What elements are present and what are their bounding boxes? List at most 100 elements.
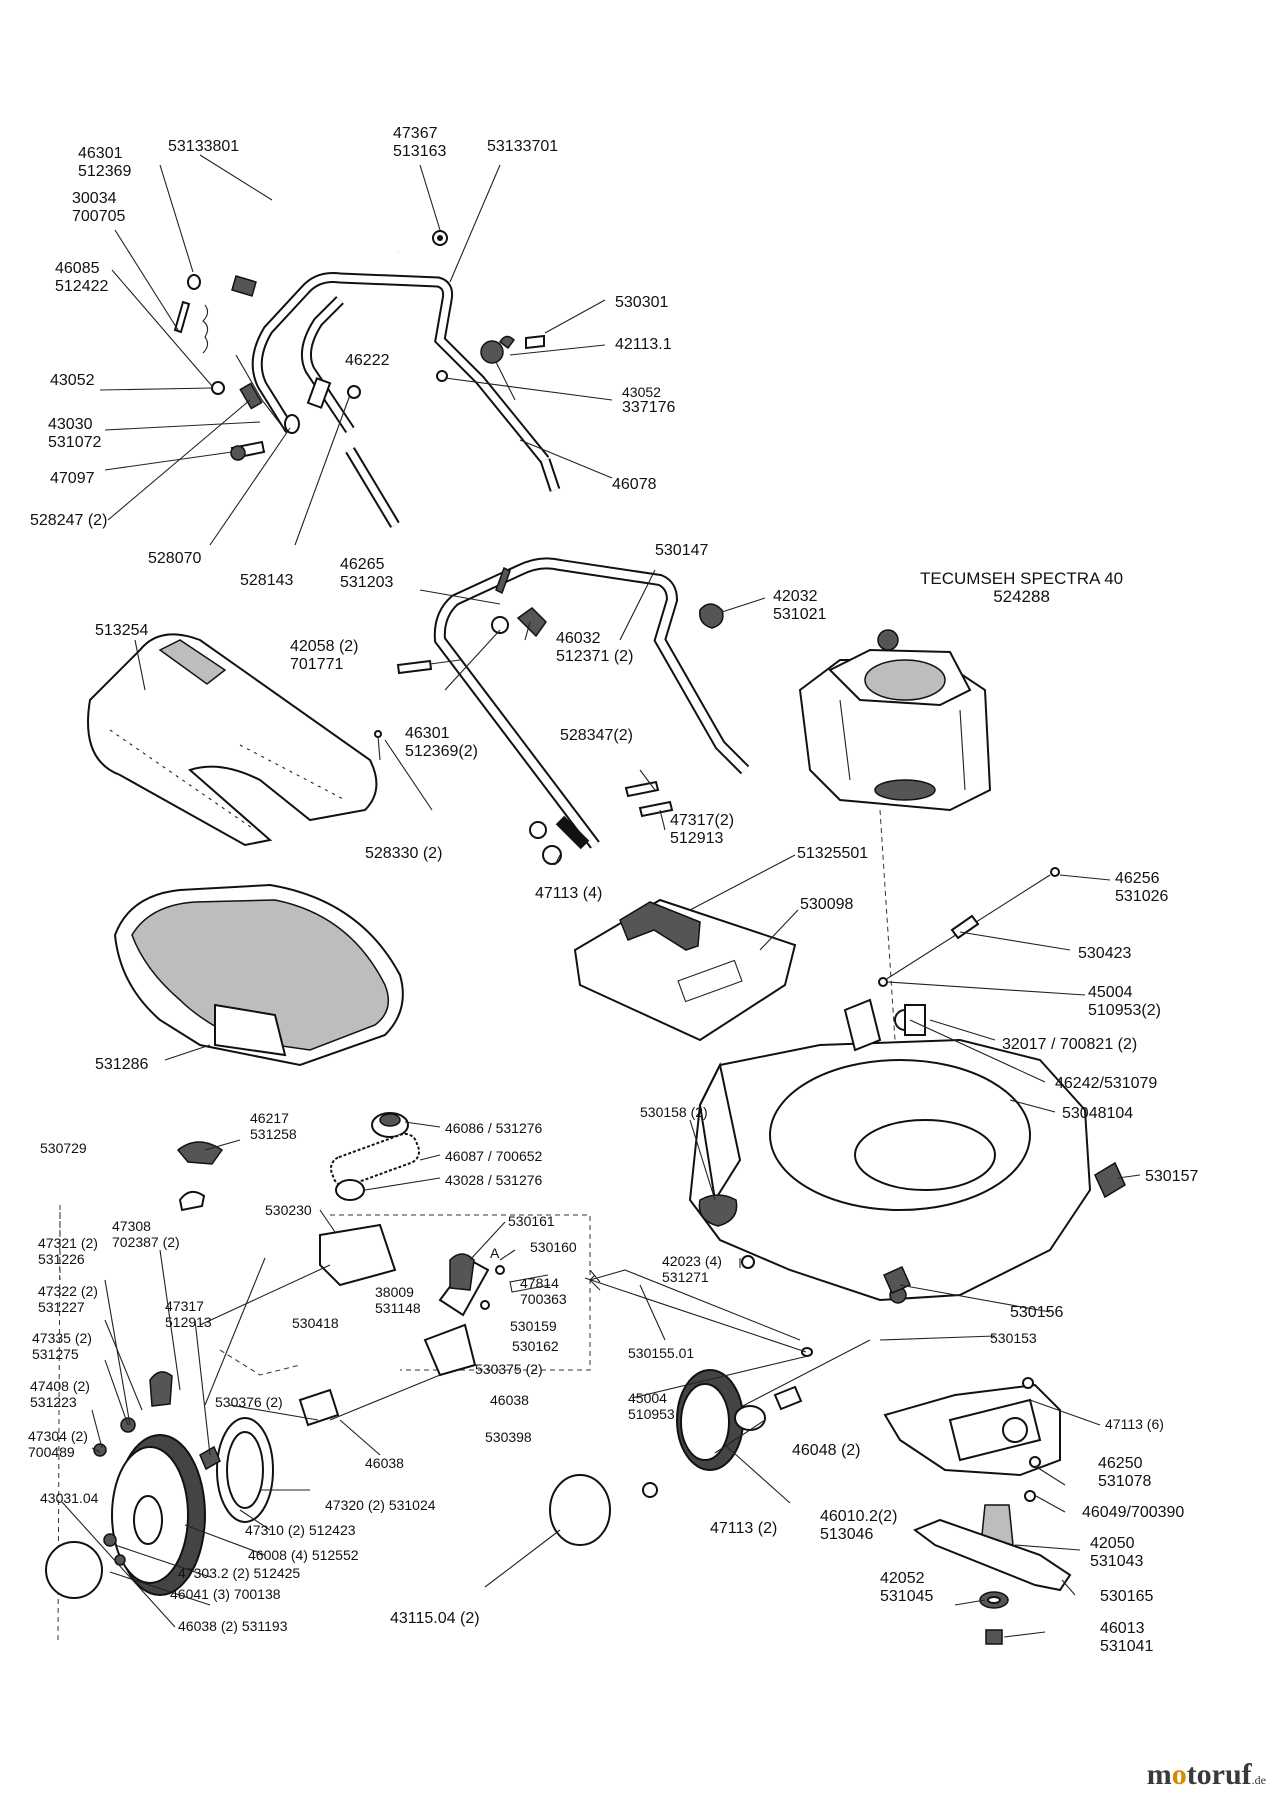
label-46038-2: 46038 (2) 531193 <box>178 1618 288 1634</box>
label-47408: 47408 (2)531223 <box>30 1378 90 1410</box>
label-46048: 46048 (2) <box>792 1442 861 1459</box>
rear-flap-530098 <box>573 898 797 1042</box>
label-43031-04: 43031.04 <box>40 1490 99 1506</box>
throttle-cable <box>878 867 1060 987</box>
label-47310: 47310 (2) 512423 <box>245 1522 356 1538</box>
middle-handle-53133701 <box>251 272 561 528</box>
label-530729: 530729 <box>40 1140 87 1156</box>
label-530160: 530160 <box>530 1239 577 1255</box>
label-47113-2: 47113 (2) <box>710 1520 778 1537</box>
label-43028: 43028 / 531276 <box>445 1172 543 1188</box>
label-528070: 528070 <box>148 550 202 567</box>
label-46038-b: 46038 <box>365 1455 404 1471</box>
label-47321: 47321 (2)531226 <box>38 1235 98 1267</box>
label-528347: 528347(2) <box>560 727 633 744</box>
label-42113-1: 42113.1 <box>615 336 672 353</box>
label-47113-6: 47113 (6) <box>1105 1416 1164 1432</box>
label-42058: 42058 (2)701771 <box>290 638 359 673</box>
left-wheel-assembly <box>45 1371 274 1599</box>
label-46038-a: 46038 <box>490 1392 529 1408</box>
leader-lines <box>61 154 1141 1638</box>
label-528143: 528143 <box>240 572 294 589</box>
label-530098: 530098 <box>800 896 854 913</box>
label-46049: 46049/700390 <box>1082 1504 1185 1521</box>
label-53133801: 53133801 <box>168 138 240 155</box>
label-528247: 528247 (2) <box>30 512 108 529</box>
right-wheel-assembly <box>589 1266 911 1498</box>
label-46222: 46222 <box>345 352 390 369</box>
label-530375: 530375 (2) <box>475 1361 543 1377</box>
label-530159: 530159 <box>510 1318 557 1334</box>
label-46087: 46087 / 700652 <box>445 1148 543 1164</box>
label-531286: 531286 <box>95 1056 149 1073</box>
gearbox-area <box>57 1112 591 1641</box>
label-530230: 530230 <box>265 1202 312 1218</box>
label-47304: 47304 (2)700489 <box>28 1428 88 1460</box>
label-32017: 32017 / 700821 (2) <box>1002 1036 1138 1053</box>
label-513254: 513254 <box>95 622 149 639</box>
label-47317-2: 47317(2)512913 <box>670 812 735 847</box>
motoruf-watermark: motoruf.de <box>1146 1758 1266 1791</box>
catcher-bag-531286 <box>113 883 404 1067</box>
lower-handle-530147 <box>374 557 750 865</box>
label-530158: 530158 (2) <box>640 1104 708 1120</box>
label-530418: 530418 <box>292 1315 339 1331</box>
upper-handle-53133801 <box>231 197 413 297</box>
label-47320: 47320 (2) 531024 <box>325 1497 436 1513</box>
label-528330: 528330 (2) <box>365 845 443 862</box>
label-43115-04: 43115.04 (2) <box>390 1610 480 1627</box>
label-530147: 530147 <box>655 542 709 559</box>
label-46010-2: 46010.2(2)513046 <box>820 1508 898 1543</box>
label-530423: 530423 <box>1078 945 1132 962</box>
label-51325501: 51325501 <box>797 845 869 862</box>
label-47113-4: 47113 (4) <box>535 885 603 902</box>
catcher-top-513254 <box>87 633 378 847</box>
label-47322: 47322 (2)531227 <box>38 1283 98 1315</box>
label-530165: 530165 <box>1100 1588 1154 1605</box>
label-47335: 47335 (2)531275 <box>32 1330 92 1362</box>
label-530376: 530376 (2) <box>215 1394 283 1410</box>
label-47303-2: 47303.2 (2) 512425 <box>178 1565 301 1581</box>
cable-parts <box>173 230 545 461</box>
label-530162: 530162 <box>512 1338 559 1354</box>
label-47097: 47097 <box>50 470 95 487</box>
label-46086: 46086 / 531276 <box>445 1120 543 1136</box>
label-42023: 42023 (4)531271 <box>662 1253 722 1285</box>
label-530398: 530398 <box>485 1429 532 1445</box>
label-530157: 530157 <box>1145 1168 1199 1185</box>
label-53048104: 53048104 <box>1062 1105 1134 1122</box>
label-46008: 46008 (4) 512552 <box>248 1547 359 1563</box>
label-530161: 530161 <box>508 1213 555 1229</box>
misc-parts <box>176 1141 807 1546</box>
label-43052-a: 43052 <box>50 372 95 389</box>
label-530153: 530153 <box>990 1330 1037 1346</box>
label-46078: 46078 <box>612 476 657 493</box>
label-530301: 530301 <box>615 294 669 311</box>
label-530155-01: 530155.01 <box>628 1345 695 1361</box>
label-46242: 46242/531079 <box>1055 1075 1158 1092</box>
label-46041: 46041 (3) 700138 <box>170 1586 281 1602</box>
label-53133701: 53133701 <box>487 138 559 155</box>
